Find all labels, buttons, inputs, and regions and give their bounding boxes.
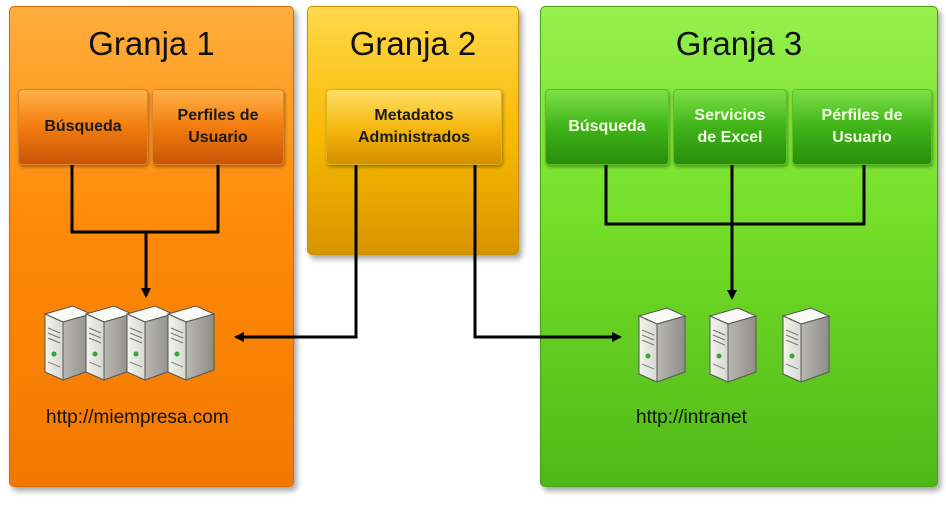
server-icon — [638, 307, 686, 383]
farm-1-title: Granja 1 — [88, 25, 215, 62]
server-icon — [85, 305, 133, 381]
connector-g1-perfiles — [146, 165, 220, 234]
g3-service-excel: Servicios de Excel — [673, 89, 787, 165]
g3-service-busqueda: Búsqueda — [545, 89, 669, 165]
farm-2-title: Granja 2 — [349, 25, 477, 62]
server-icon — [126, 305, 174, 381]
server-icon — [709, 307, 757, 383]
g2-service-metadatos: Metadatos Administrados — [326, 89, 502, 165]
connector-g2-to-g1 — [234, 165, 358, 342]
connector-g3-busqueda — [604, 165, 866, 226]
farm-3-title: Granja 3 — [675, 25, 803, 62]
server-icon — [167, 305, 215, 381]
g1-service-busqueda: Búsqueda — [18, 89, 148, 165]
connector-g1-busqueda — [70, 165, 146, 234]
g1-url: http://miempresa.com — [46, 407, 229, 428]
farm-1-panel: Granja 1 — [9, 6, 294, 487]
farm-3-panel: Granja 3 — [540, 6, 938, 487]
server-icon — [782, 307, 830, 383]
connector-g2-to-g3 — [473, 165, 622, 342]
server-icon — [44, 305, 92, 381]
g3-url: http://intranet — [636, 407, 747, 428]
g3-service-perfiles: Pérfiles de Usuario — [792, 89, 932, 165]
g1-service-perfiles: Perfiles de Usuario — [152, 89, 284, 165]
